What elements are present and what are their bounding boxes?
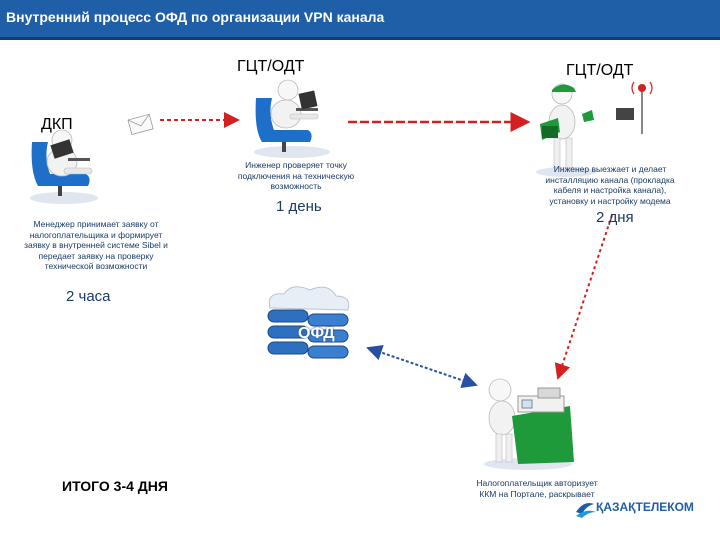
- envelope-icon: [127, 113, 154, 135]
- engineer-check-description: Инженер проверяет точку подключения на т…: [237, 160, 355, 191]
- duration-days: 2 дня: [596, 209, 634, 226]
- header-bar: Внутренний процесс ОФД по организации VP…: [0, 0, 720, 40]
- gct-right-label: ГЦТ/ОДТ: [566, 62, 634, 79]
- arrow-ofd-taxpayer: [366, 344, 478, 389]
- manager-description: Менеджер принимает заявку от налогоплате…: [24, 219, 168, 271]
- manager-figure: [30, 129, 98, 204]
- taxpayer-description: Налогоплательщик авторизует ККМ на Порта…: [476, 478, 598, 499]
- engineer-install-description: Инженер выезжает и делает инсталляцию ка…: [545, 164, 675, 206]
- gct-left-label: ГЦТ/ОДТ: [237, 58, 305, 75]
- duration-hours: 2 часа: [66, 288, 111, 305]
- arrow-gct-to-taxpayer: [554, 214, 613, 380]
- dkp-label: ДКП: [41, 116, 73, 133]
- taxpayer-figure: [484, 378, 574, 470]
- antenna-icon: [616, 81, 653, 134]
- total-label: ИТОГО 3-4 ДНЯ: [62, 478, 168, 494]
- logo-mark: [576, 503, 596, 518]
- duration-day: 1 день: [276, 198, 322, 215]
- ofd-server-figure: [267, 286, 350, 359]
- kazakhtelecom-logo: ҚАЗАҚТЕЛЕКОМ: [596, 500, 694, 514]
- ofd-label: ОФД: [298, 325, 335, 342]
- page-title: Внутренний процесс ОФД по организации VP…: [6, 9, 385, 25]
- installer-figure: [536, 83, 596, 177]
- engineer-check-figure: [254, 79, 330, 158]
